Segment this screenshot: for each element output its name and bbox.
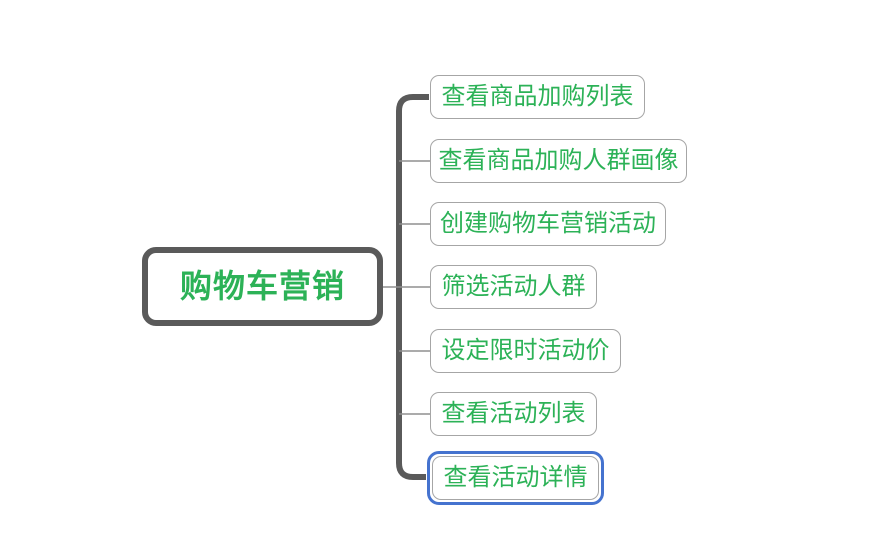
child-node-view-campaign-details-selected[interactable]: 查看活动详情 xyxy=(432,456,599,500)
child-node-view-add-to-cart-persona[interactable]: 查看商品加购人群画像 xyxy=(430,139,687,183)
child-node-view-campaign-list[interactable]: 查看活动列表 xyxy=(430,392,597,436)
root-node-shopping-cart-marketing[interactable]: 购物车营销 xyxy=(142,247,383,326)
child-node-create-campaign[interactable]: 创建购物车营销活动 xyxy=(430,202,666,246)
child-node-filter-audience[interactable]: 筛选活动人群 xyxy=(430,265,597,309)
child-node-set-limited-time-price[interactable]: 设定限时活动价 xyxy=(430,329,621,373)
child-node-view-add-to-cart-list[interactable]: 查看商品加购列表 xyxy=(430,75,645,119)
selection-ring: 查看活动详情 xyxy=(427,451,604,505)
